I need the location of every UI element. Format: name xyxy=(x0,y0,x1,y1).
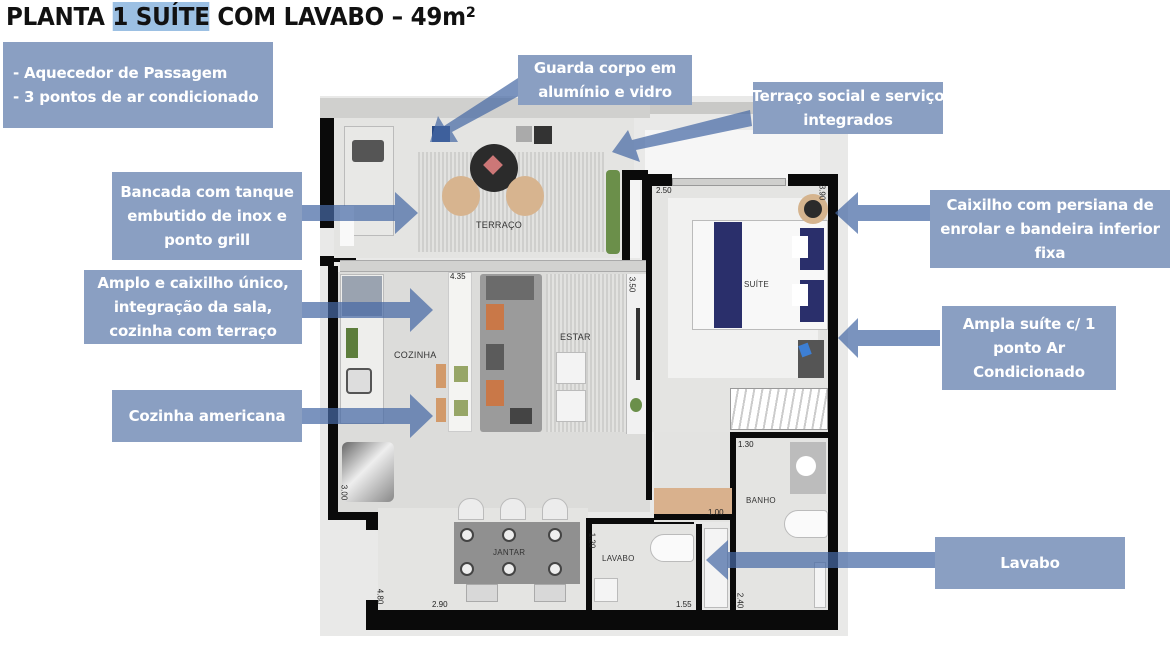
floor-plan: TERRAÇO COZINHA ESTAR JANTAR xyxy=(320,96,848,636)
callout-terraco-social: Terraço social e serviço integrados xyxy=(751,82,945,134)
room-label-estar: ESTAR xyxy=(560,332,591,342)
callout-line: Amplo e caixilho único, xyxy=(97,274,289,292)
dim-4-35: 4.35 xyxy=(450,272,466,281)
callout-lavabo: Lavabo xyxy=(935,537,1125,589)
callout-line: Terraço social e serviço xyxy=(751,87,945,105)
toilet-icon xyxy=(650,534,694,562)
dim-1-20: 1.20 xyxy=(587,532,597,549)
callout-ampla-suite: Ampla suíte c/ 1 ponto Ar Condicionado xyxy=(942,306,1116,390)
room-label-cozinha: COZINHA xyxy=(394,350,437,360)
dim-2-40: 2.40 xyxy=(735,592,745,609)
callout-line: embutido de inox e xyxy=(127,207,287,225)
arrow-caixilho xyxy=(835,192,930,234)
callout-line: Lavabo xyxy=(1000,554,1060,572)
callout-line: Cozinha americana xyxy=(128,407,286,425)
callout-line: ponto Ar xyxy=(993,339,1065,357)
dim-3-00: 3.00 xyxy=(339,484,349,501)
dim-3-50: 3.50 xyxy=(627,276,637,293)
cooktop-icon xyxy=(342,276,382,316)
callout-guarda-corpo: Guarda corpo em alumínio e vidro xyxy=(518,55,692,105)
room-label-jantar: JANTAR xyxy=(493,548,526,557)
dim-2-90: 2.90 xyxy=(432,600,448,609)
arrow-suite xyxy=(838,318,940,358)
dim-4-80: 4.80 xyxy=(375,588,385,605)
feature-item: - 3 pontos de ar condicionado xyxy=(13,88,259,106)
room-label-lavabo: LAVABO xyxy=(602,554,635,563)
callout-line: alumínio e vidro xyxy=(538,83,672,101)
callout-features: - Aquecedor de Passagem - 3 pontos de ar… xyxy=(3,42,273,128)
closet-icon xyxy=(730,388,828,430)
callout-line: integrados xyxy=(803,111,893,129)
room-label-terraco: TERRAÇO xyxy=(476,220,523,230)
grill-icon xyxy=(352,140,384,162)
callout-cozinha-americana: Cozinha americana xyxy=(112,390,302,442)
callout-line: cozinha com terraço xyxy=(109,322,277,340)
callout-amplo: Amplo e caixilho único, integração da sa… xyxy=(84,270,302,344)
chair-icon xyxy=(442,176,480,216)
room-label-banho: BANHO xyxy=(746,496,776,505)
dim-3-90: 3.90 xyxy=(817,184,827,201)
chair-icon xyxy=(506,176,544,216)
sink-icon xyxy=(594,578,618,602)
title-suffix: COM LAVABO – 49m² xyxy=(209,2,476,31)
dim-1-55: 1.55 xyxy=(676,600,692,609)
dim-1-30: 1.30 xyxy=(738,440,754,449)
callout-line: Guarda corpo em xyxy=(533,59,677,77)
toilet-icon xyxy=(784,510,828,538)
callout-line: ponto grill xyxy=(164,231,250,249)
dim-2-50: 2.50 xyxy=(656,186,672,195)
dim-1-00: 1.00 xyxy=(708,508,724,517)
fridge-icon xyxy=(342,442,394,502)
title-prefix: PLANTA xyxy=(6,2,113,31)
page-title: PLANTA 1 SUÍTE COM LAVABO – 49m² xyxy=(6,2,476,31)
room-label-suite: SUÍTE xyxy=(744,280,770,289)
callout-line: enrolar e bandeira inferior xyxy=(940,220,1160,238)
feature-item: - Aquecedor de Passagem xyxy=(13,64,228,82)
callout-line: Ampla suíte c/ 1 xyxy=(962,315,1096,333)
callout-line: fixa xyxy=(1034,244,1066,262)
callout-line: integração da sala, xyxy=(113,298,273,316)
title-highlight: 1 SUÍTE xyxy=(112,2,210,31)
callout-caixilho: Caixilho com persiana de enrolar e bande… xyxy=(930,190,1170,268)
callout-bancada: Bancada com tanque embutido de inox e po… xyxy=(112,172,302,260)
sink-icon xyxy=(346,368,372,394)
callout-line: Bancada com tanque xyxy=(120,183,294,201)
callout-line: Caixilho com persiana de xyxy=(946,196,1154,214)
callout-line: Condicionado xyxy=(973,363,1085,381)
